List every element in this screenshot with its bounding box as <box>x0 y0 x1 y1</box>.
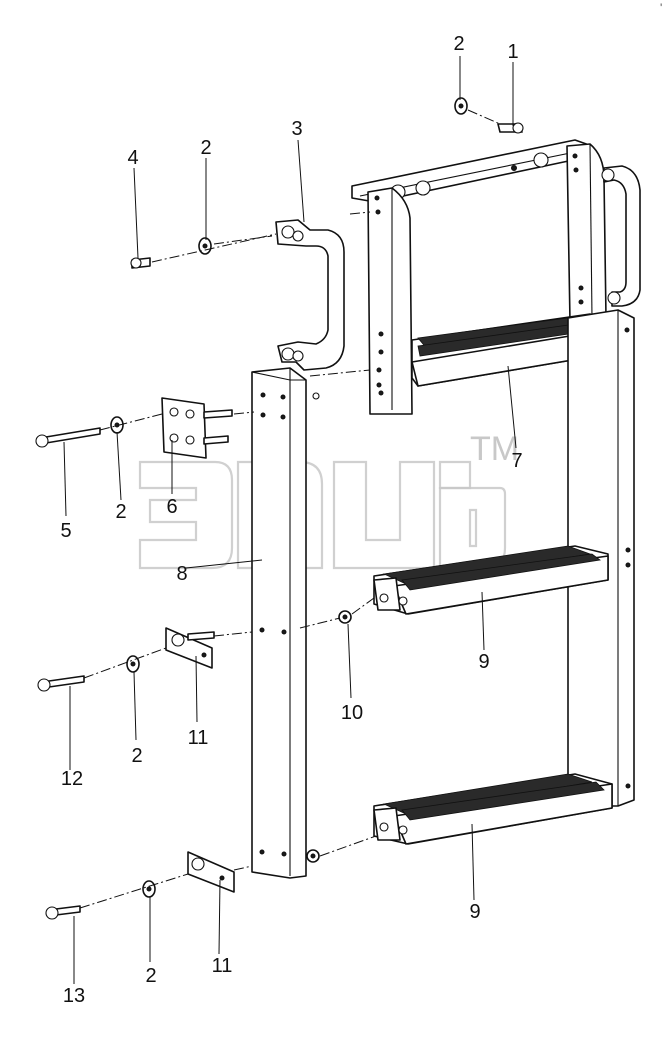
bolt-part-4 <box>130 257 151 269</box>
corner-mark: ' <box>660 1 662 15</box>
middle-step-part-9 <box>373 545 609 615</box>
washer-handrail <box>198 237 212 255</box>
callout-10: 10 <box>341 702 363 724</box>
left-handrail-part-3 <box>275 219 345 371</box>
washer-top <box>454 97 468 115</box>
callout-2: 2 <box>453 33 464 55</box>
callout-4: 4 <box>127 147 138 169</box>
callout-12: 12 <box>61 768 83 790</box>
bolt-part-12 <box>37 675 85 692</box>
callout-8: 8 <box>176 563 187 585</box>
washer-bottom <box>142 880 156 898</box>
step-tread-top <box>417 315 598 357</box>
clamp-plate-part-6 <box>161 397 233 459</box>
callout-5: 5 <box>60 520 71 542</box>
washer-mid <box>126 655 140 673</box>
callout-13: 13 <box>63 985 85 1007</box>
callout-2: 2 <box>131 745 142 767</box>
callout-labels: 1 2 2 2 2 2 3 4 5 6 7 8 9 9 10 11 11 12 … <box>60 33 522 1007</box>
bolt-part-5 <box>35 427 101 448</box>
callout-7: 7 <box>511 450 522 472</box>
upper-frame-part-7 <box>351 139 641 415</box>
callout-2: 2 <box>115 501 126 523</box>
nut-bottom <box>306 849 320 863</box>
callout-11: 11 <box>212 955 233 977</box>
callout-2: 2 <box>200 137 211 159</box>
callout-2: 2 <box>145 965 156 987</box>
assembly-axes <box>79 109 501 909</box>
callout-9: 9 <box>469 901 480 923</box>
callout-9: 9 <box>478 651 489 673</box>
bracket-part-11-lower <box>187 851 235 893</box>
callout-6: 6 <box>166 496 177 518</box>
callout-11: 11 <box>188 727 209 749</box>
leader-lines <box>63 56 517 984</box>
bolt-part-13 <box>45 905 81 920</box>
left-stringer-part-8 <box>251 367 320 879</box>
trademark-mark: TM <box>470 430 519 468</box>
bracket-part-11-upper <box>165 627 215 669</box>
callout-1: 1 <box>507 41 518 63</box>
washer-clamp <box>110 416 124 434</box>
nut-part-10 <box>338 610 352 624</box>
callout-3: 3 <box>291 118 302 140</box>
bolt-part-1 <box>497 122 524 134</box>
bottom-step-part-9 <box>373 773 613 845</box>
